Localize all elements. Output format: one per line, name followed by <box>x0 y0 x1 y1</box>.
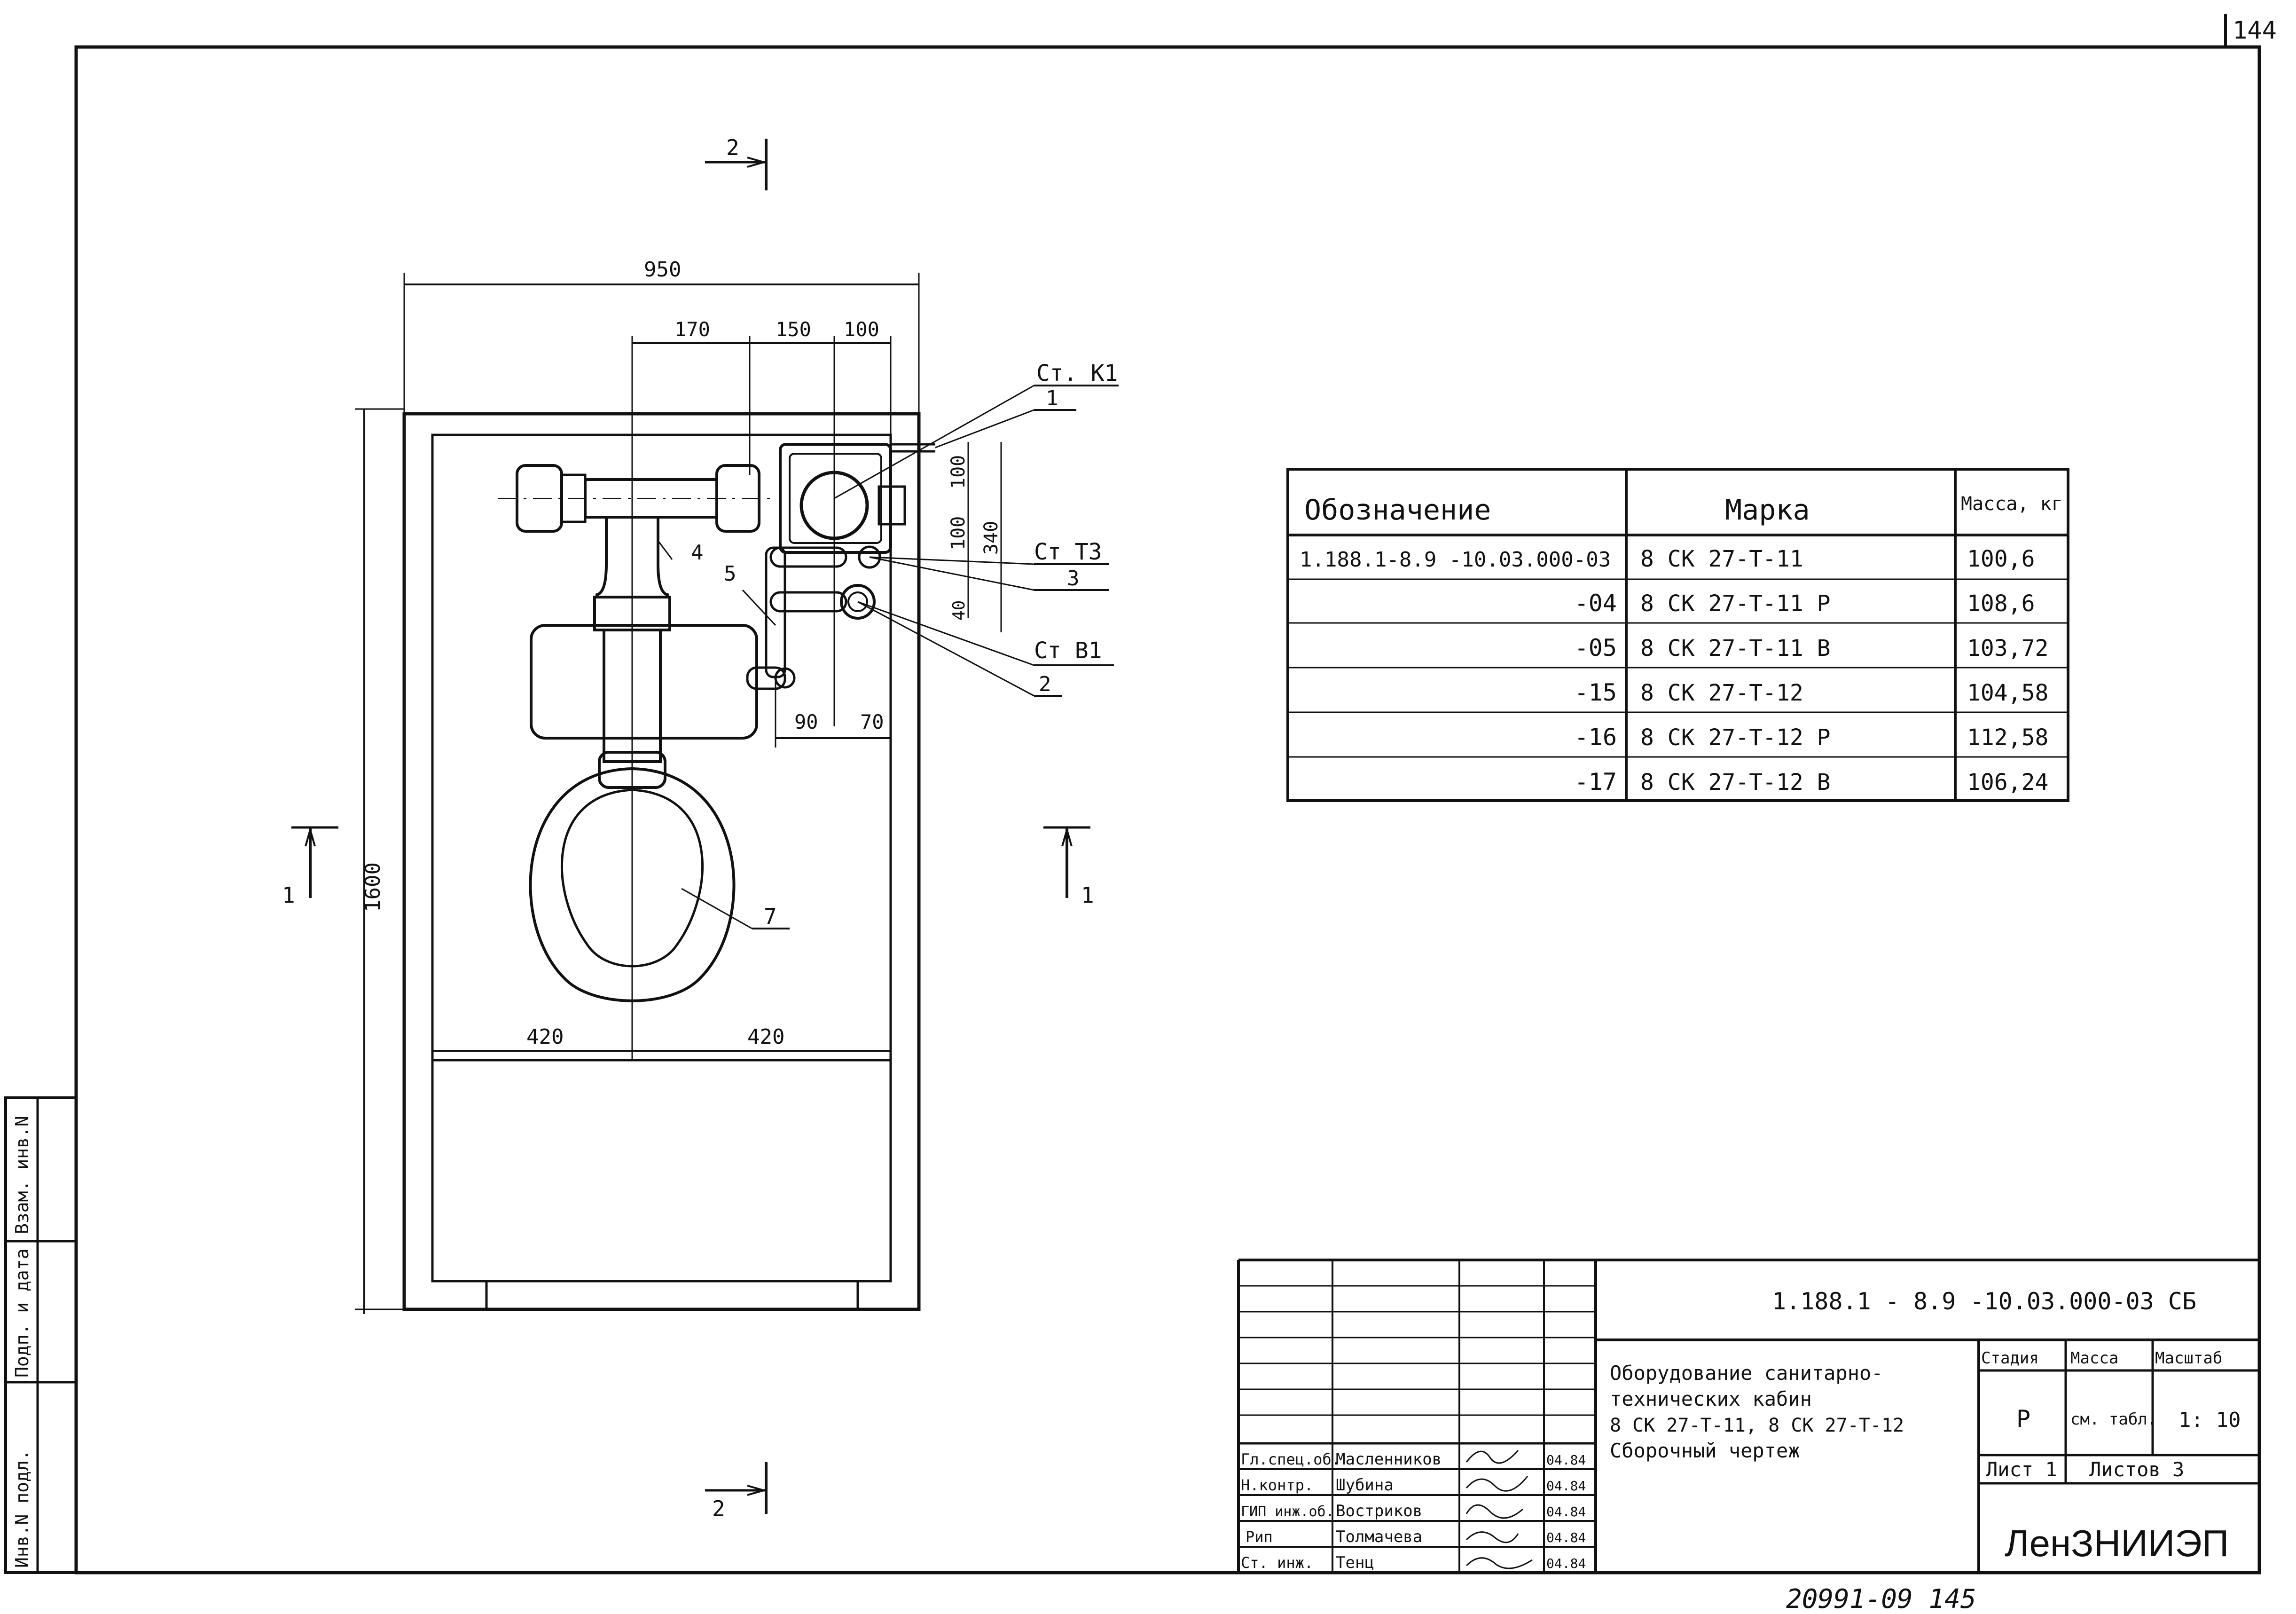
sig-date-1: 04.84 <box>1546 1452 1586 1468</box>
mass-value: см. табл. <box>2070 1410 2157 1429</box>
row-6-designation: -17 <box>1575 768 1617 795</box>
stamp-podp-data: Подп. и дата <box>12 1248 32 1378</box>
dim-420-right: 420 <box>747 1025 784 1049</box>
section-2-bottom: 2 <box>712 1496 725 1521</box>
row-6-mass: 106,24 <box>1967 769 2048 795</box>
row-1-mark: 8 СК 27-Т-11 <box>1640 546 1803 572</box>
sheet-label: Лист 1 <box>1986 1458 2057 1481</box>
callout-1: 1 <box>1046 386 1058 410</box>
callout-st-t3: Ст Т3 <box>1034 539 1102 565</box>
section-2-top: 2 <box>726 135 739 160</box>
sig-name-1: Масленников <box>1336 1450 1442 1469</box>
callout-7: 7 <box>764 904 777 929</box>
sig-name-5: Тенц <box>1336 1553 1374 1572</box>
header-designation: Обозначение <box>1304 494 1491 527</box>
label-scale: Масштаб <box>2155 1349 2222 1368</box>
stamp-vzam-inv: Взам. инв.N <box>12 1116 32 1234</box>
page-number: 144 <box>2233 16 2277 45</box>
callout-5: 5 <box>724 562 737 586</box>
row-2-designation: -04 <box>1575 590 1617 617</box>
sig-role-1: Гл.спец.об. <box>1241 1450 1340 1468</box>
signature-1 <box>1465 1450 1519 1464</box>
label-mass: Масса <box>2070 1349 2118 1368</box>
section-1-left: 1 <box>282 882 295 908</box>
sig-name-2: Шубина <box>1336 1476 1394 1495</box>
row-1-designation: 1.188.1-8.9 -10.03.000-03 <box>1300 548 1611 572</box>
sig-role-4: Рип <box>1246 1528 1273 1546</box>
title-line-3: 8 СК 27-Т-11, 8 СК 27-Т-12 <box>1610 1415 1904 1436</box>
header-mass: Масса, кг <box>1961 493 2063 515</box>
dim-100-right: 100 <box>948 455 969 489</box>
dim-40: 40 <box>949 600 969 621</box>
row-5-designation: -16 <box>1575 724 1617 751</box>
cabin-outer <box>402 412 921 1311</box>
side-stamp: Инв.N подл. Подп. и дата Взам. инв.N <box>4 1096 78 1574</box>
sig-role-2: Н.контр. <box>1241 1476 1313 1494</box>
label-stage: Стадия <box>1981 1349 2039 1368</box>
row-5-mass: 112,58 <box>1967 724 2048 751</box>
row-4-designation: -15 <box>1575 679 1617 706</box>
callout-4: 4 <box>691 541 704 565</box>
title-line-2: технических кабин <box>1610 1387 1812 1410</box>
row-5-mark: 8 СК 27-Т-12 Р <box>1640 724 1831 751</box>
scale-value: 1: 10 <box>2178 1408 2241 1432</box>
toilet-bowl <box>529 751 736 1002</box>
signature-5 <box>1465 1557 1533 1569</box>
stage-value: Р <box>2016 1405 2030 1433</box>
signature-4 <box>1465 1531 1519 1543</box>
sheet-frame <box>74 45 2261 1575</box>
dim-170: 170 <box>674 318 710 341</box>
org-name: ЛенЗНИИЭП <box>2005 1522 2229 1564</box>
row-4-mass: 104,58 <box>1967 680 2048 706</box>
callout-st-k1: Ст. К1 <box>1036 360 1118 386</box>
row-3-mark: 8 СК 27-Т-11 В <box>1640 635 1831 661</box>
row-3-mass: 103,72 <box>1967 635 2048 661</box>
signature-3 <box>1465 1504 1523 1519</box>
callout-2: 2 <box>1039 672 1051 696</box>
dim-420-left: 420 <box>526 1025 564 1049</box>
sig-date-5: 04.84 <box>1546 1556 1586 1571</box>
spec-table: Обозначение Марка Масса, кг 1.188.1-8.9 … <box>1286 468 2069 802</box>
dim-950: 950 <box>644 258 681 282</box>
dim-150: 150 <box>776 318 811 341</box>
cistern <box>530 624 758 740</box>
header-mark: Марка <box>1725 494 1810 527</box>
cabin-inner <box>431 433 892 1283</box>
sig-date-4: 04.84 <box>1546 1530 1586 1545</box>
row-2-mass: 108,6 <box>1967 590 2035 617</box>
dim-100-top: 100 <box>844 318 879 341</box>
sig-role-3: ГИП инж.об. <box>1241 1504 1334 1520</box>
sig-date-3: 04.84 <box>1546 1504 1586 1520</box>
sig-name-4: Толмачева <box>1336 1527 1422 1546</box>
dim-100-small: 100 <box>948 516 969 550</box>
callout-st-v1: Ст В1 <box>1034 638 1102 664</box>
dim-340: 340 <box>980 521 1002 555</box>
callout-3: 3 <box>1067 567 1080 590</box>
row-1-mass: 100,6 <box>1967 546 2035 572</box>
plan-drawing: 950 170 150 100 100 100 340 40 90 70 160… <box>282 135 1119 1521</box>
sig-role-5: Ст. инж. <box>1241 1554 1313 1572</box>
sig-name-3: Востриков <box>1336 1502 1422 1520</box>
footer-number: 20991-09 145 <box>1786 1584 1976 1614</box>
valve-assembly <box>746 443 935 690</box>
sig-date-2: 04.84 <box>1546 1478 1586 1494</box>
dim-90: 90 <box>794 710 818 733</box>
row-2-mark: 8 СК 27-Т-11 Р <box>1640 590 1831 617</box>
dim-1600: 1600 <box>361 862 385 912</box>
title-line-1: Оборудование санитарно- <box>1610 1362 1883 1385</box>
title-block: Гл.спец.об. Масленников 04.84 Н.контр. Ш… <box>1237 1259 2259 1573</box>
section-1-right: 1 <box>1081 882 1094 908</box>
row-3-designation: -05 <box>1575 634 1617 661</box>
row-4-mark: 8 СК 27-Т-12 <box>1640 680 1803 706</box>
doc-code: 1.188.1 - 8.9 -10.03.000-03 СБ <box>1772 1288 2196 1315</box>
sheets-label: Листов 3 <box>2089 1458 2184 1481</box>
stamp-inv-podl: Инв.N подл. <box>12 1449 32 1568</box>
dim-70: 70 <box>860 710 884 733</box>
signature-2 <box>1465 1476 1528 1492</box>
row-6-mark: 8 СК 27-Т-12 В <box>1640 769 1831 795</box>
title-line-4: Сборочный чертеж <box>1610 1439 1800 1462</box>
